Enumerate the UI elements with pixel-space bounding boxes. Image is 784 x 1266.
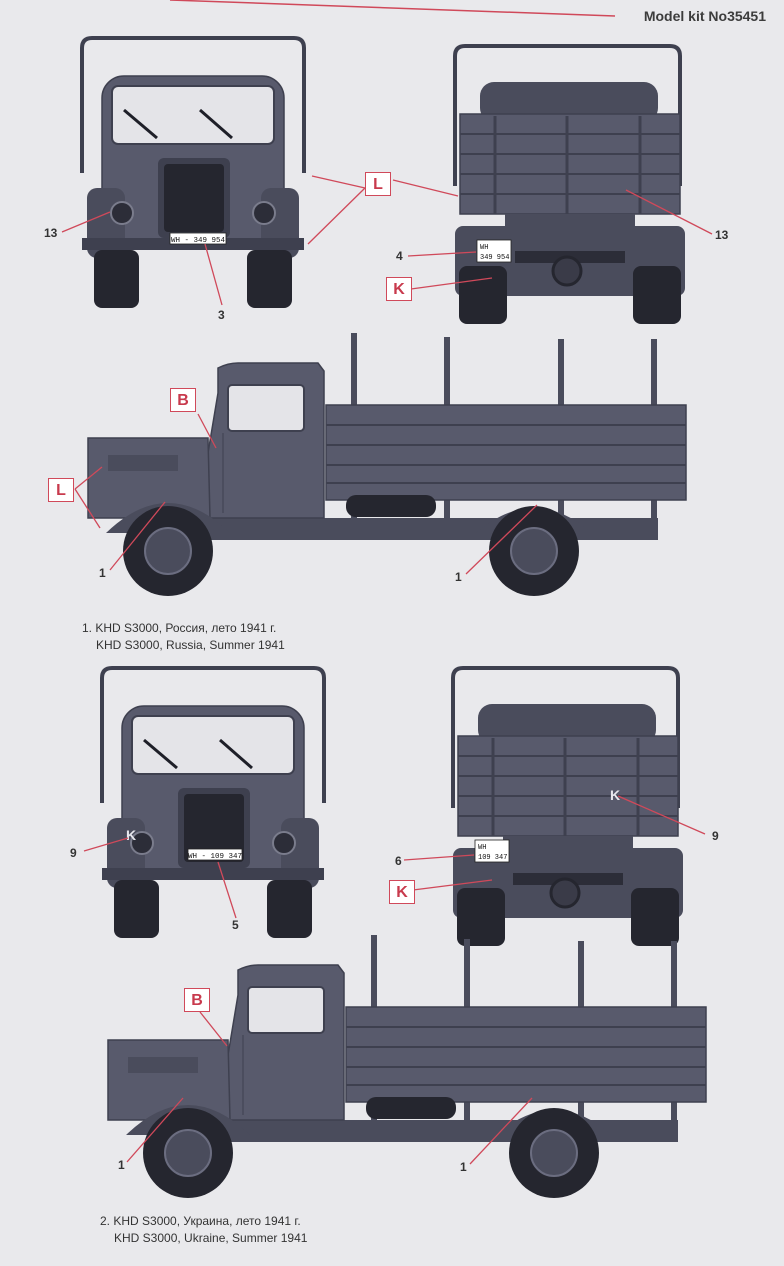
v1-marker-box-K: K <box>386 277 412 301</box>
variant2-caption-en: KHD S3000, Ukraine, Summer 1941 <box>114 1231 308 1245</box>
v1-marker-box-L: L <box>365 172 391 196</box>
v1-leader-lines <box>61 175 713 575</box>
v1-rear-plate <box>476 239 512 263</box>
v2-callout-side-1a: 1 <box>118 1158 125 1172</box>
variant1-caption-ru: 1. KHD S3000, Россия, лето 1941 г. <box>82 621 277 635</box>
v1-front-plate-text: WH - 349 954 <box>171 237 226 245</box>
v2-rear-plate-l1: WH <box>478 844 486 852</box>
v1-rear-plate-l2: 349 954 <box>480 254 509 262</box>
v1-marker-box-L-side: L <box>48 478 74 502</box>
v1-rear-view <box>453 44 687 326</box>
v2-marker-box-K: K <box>389 880 415 904</box>
v2-callout-rear-9: 9 <box>712 829 719 843</box>
v1-rear-plate-l1: WH <box>480 244 488 252</box>
v1-marker-box-B: B <box>170 388 196 412</box>
v2-rear-plate <box>474 839 510 863</box>
v2-rear-plate-l2: 109 347 <box>478 854 507 862</box>
v1-front-plate <box>169 232 227 245</box>
variant1-caption-en: KHD S3000, Russia, Summer 1941 <box>96 638 285 652</box>
v1-callout-rear-13: 13 <box>715 228 729 242</box>
v1-callout-front-3: 3 <box>218 308 225 322</box>
v2-callout-side-1b: 1 <box>460 1160 467 1174</box>
v1-callout-rear-4: 4 <box>396 249 403 263</box>
v2-callout-front-5: 5 <box>232 918 239 932</box>
variant2-caption-ru: 2. KHD S3000, Украина, лето 1941 г. <box>100 1214 301 1228</box>
v1-callout-side-1a: 1 <box>99 566 106 580</box>
v2-rear-view <box>451 666 685 948</box>
v2-front-k-marking: K <box>126 827 136 843</box>
v2-rear-k-marking: K <box>610 787 620 803</box>
v1-side-view <box>87 332 687 597</box>
v2-callout-rear-6: 6 <box>395 854 402 868</box>
v2-front-plate-text: WH - 109 347 <box>188 853 242 861</box>
v2-side-view <box>107 934 707 1199</box>
model-kit-number: Model kit No35451 <box>643 8 766 24</box>
v1-front-view <box>80 36 306 310</box>
v2-callout-front-9: 9 <box>70 846 77 860</box>
v2-front-view <box>100 666 326 940</box>
v2-front-plate <box>187 848 243 861</box>
variant1-caption: 1. KHD S3000, Россия, лето 1941 г. KHD S… <box>82 620 285 654</box>
v2-marker-box-B: B <box>184 988 210 1012</box>
v1-callout-front-13: 13 <box>44 226 58 240</box>
variant2-caption: 2. KHD S3000, Украина, лето 1941 г. KHD … <box>100 1213 307 1247</box>
v2-leader-lines <box>83 795 706 1165</box>
v1-callout-side-1b: 1 <box>455 570 462 584</box>
